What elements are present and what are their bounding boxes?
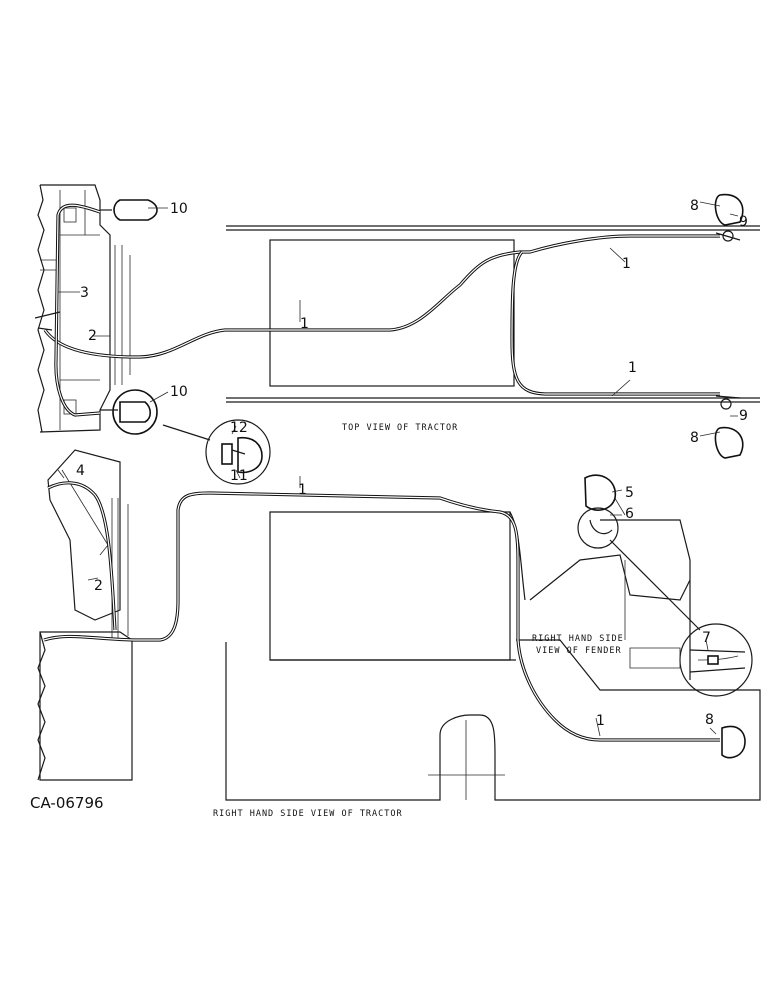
callout-10-bottom: 10	[170, 384, 188, 400]
callout-labels: 10 10 3 2 1 1 1 8 9 9 8 12 11 4 2 1 1 8 …	[76, 198, 748, 729]
callout-1-side-bottom: 1	[596, 713, 605, 729]
side-view	[37, 449, 761, 801]
callout-10-top: 10	[170, 201, 188, 217]
top-view-front-end	[37, 184, 131, 433]
connector-detail-circle	[679, 623, 753, 697]
bulb-detail-circle	[162, 419, 271, 485]
head-lamp-top	[100, 199, 158, 221]
head-lamp-bottom	[100, 389, 158, 435]
callout-8-side: 8	[705, 712, 714, 728]
top-view	[34, 184, 760, 485]
callout-8-top: 8	[690, 198, 699, 214]
top-view-harness-branch	[510, 250, 720, 396]
side-view-body	[225, 511, 761, 801]
drawing-code: CA-06796	[30, 794, 104, 812]
top-view-front-loop	[54, 203, 101, 417]
callout-9-bottom: 9	[739, 408, 748, 424]
callout-11: 11	[230, 468, 248, 484]
tail-lamp-fender	[577, 474, 619, 549]
callout-7: 7	[702, 630, 711, 646]
fender-view	[529, 474, 753, 697]
top-view-body	[226, 225, 760, 403]
fender-caption-line2: VIEW OF FENDER	[536, 646, 622, 656]
callout-4: 4	[76, 463, 85, 479]
callout-1-side-top: 1	[298, 482, 307, 498]
side-view-caption: RIGHT HAND SIDE VIEW OF TRACTOR	[213, 809, 403, 819]
callout-3: 3	[80, 285, 89, 301]
callout-2-top: 2	[88, 328, 97, 344]
side-view-front-harness	[47, 481, 117, 631]
callout-9-top: 9	[739, 214, 748, 230]
callout-5: 5	[625, 485, 634, 501]
callout-12: 12	[230, 420, 248, 436]
callout-8-bottom: 8	[690, 430, 699, 446]
callout-6: 6	[625, 506, 634, 522]
side-view-harness	[43, 491, 720, 742]
rear-lamp-top	[714, 193, 744, 242]
callout-1-top-lower: 1	[628, 360, 637, 376]
top-view-harness	[43, 234, 720, 359]
callout-1-top-right: 1	[622, 256, 631, 272]
callout-2-side: 2	[94, 578, 103, 594]
side-view-front-end	[37, 449, 133, 781]
top-view-caption: TOP VIEW OF TRACTOR	[342, 423, 458, 433]
fender-caption-line1: RIGHT HAND SIDE	[532, 634, 624, 644]
rear-lamp-bottom	[714, 395, 744, 459]
rear-lamp-side	[721, 725, 746, 759]
callout-1-top-center: 1	[300, 316, 309, 332]
